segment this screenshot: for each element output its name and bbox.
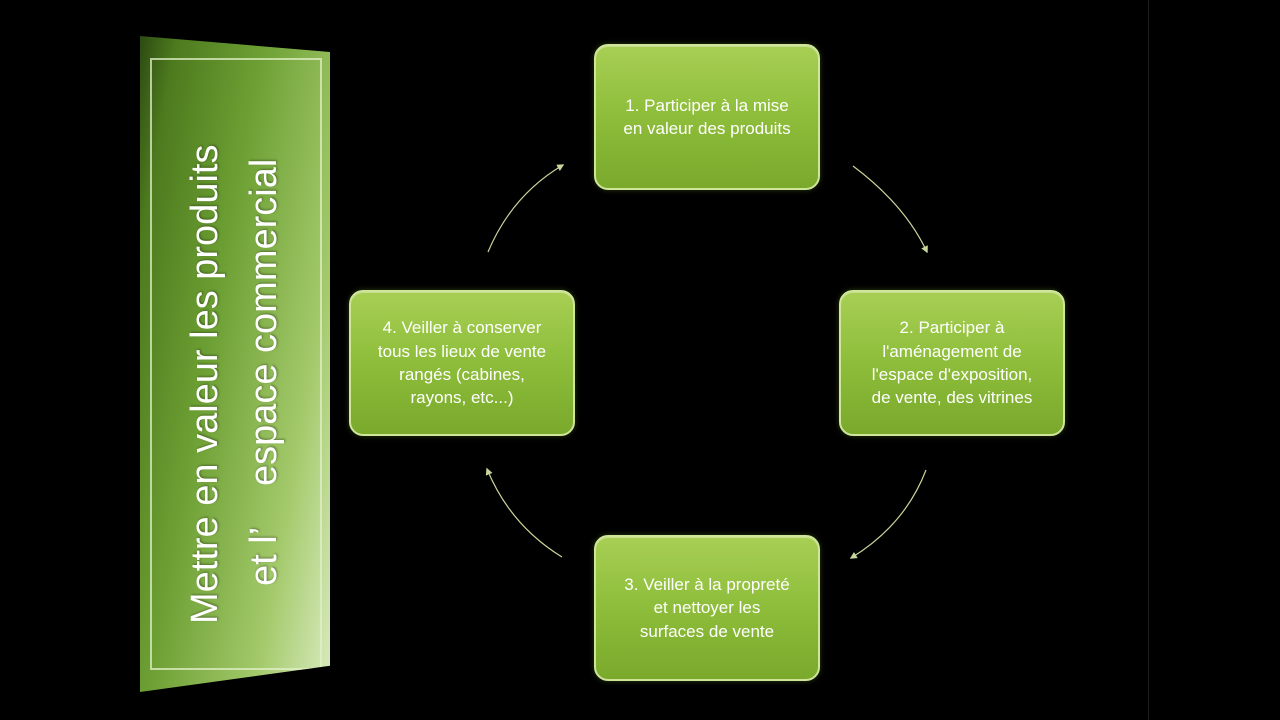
step-2-label: 2. Participer à l'aménagement de l'espac… xyxy=(871,318,1033,408)
arrow-step4-to-step1 xyxy=(487,164,565,253)
step-1-box: 1. Participer à la mise en valeur des pr… xyxy=(594,44,820,190)
step-4-label: 4. Veiller à conserver tous les lieux de… xyxy=(377,318,547,408)
arrow-step1-to-step2 xyxy=(852,165,928,254)
arrow-step3-to-step4 xyxy=(485,467,563,558)
step-1-label: 1. Participer à la mise en valeur des pr… xyxy=(623,95,791,138)
slide-edge-divider xyxy=(1148,0,1149,720)
step-2-box: 2. Participer à l'aménagement de l'espac… xyxy=(839,290,1065,436)
title-panel-frame xyxy=(150,58,322,670)
arrow-step2-to-step3 xyxy=(849,469,927,559)
step-3-box: 3. Veiller à la propreté et nettoyer les… xyxy=(594,535,820,681)
step-4-box: 4. Veiller à conserver tous les lieux de… xyxy=(349,290,575,436)
step-3-label: 3. Veiller à la propreté et nettoyer les… xyxy=(624,574,790,641)
title-panel: Mettre en valeur les produits et l’ espa… xyxy=(140,36,330,692)
